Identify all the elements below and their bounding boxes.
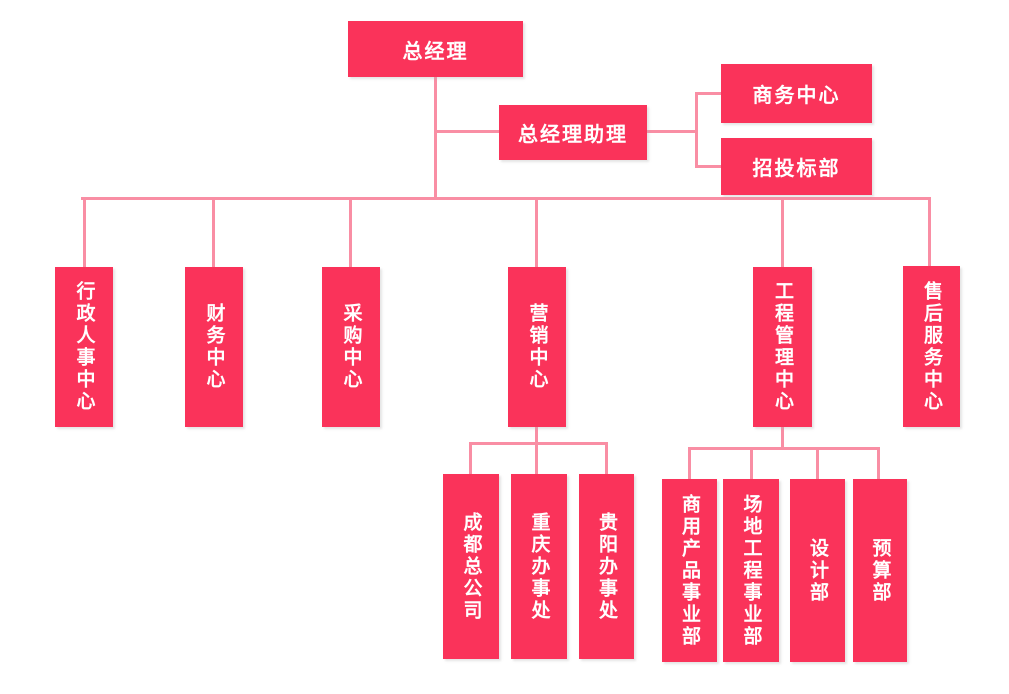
org-node-finance-center[interactable]: 财务中心 [185,267,243,427]
org-node-guiyang-office[interactable]: 贵阳办事处 [579,474,634,659]
org-node-design-dept[interactable]: 设计部 [790,479,845,662]
org-node-chengdu-hq[interactable]: 成都总公司 [443,474,499,659]
connector-main-bus [81,197,931,200]
org-node-site-engineering-div[interactable]: 场地工程事业部 [723,479,779,662]
connector-business-center-stub [697,92,721,95]
org-node-label: 场地工程事业部 [740,493,762,648]
connector-drop-purchasing [349,199,352,268]
connector-gm-assistant-left [436,130,499,133]
org-node-budget-dept[interactable]: 预算部 [853,479,907,662]
org-node-general-manager[interactable]: 总经理 [348,21,523,77]
org-node-business-center[interactable]: 商务中心 [721,64,872,123]
connector-drop-commercial [688,447,691,480]
org-node-purchasing-center[interactable]: 采购中心 [322,267,380,427]
org-node-label: 营销中心 [526,303,548,391]
org-node-admin-hr-center[interactable]: 行政人事中心 [55,267,113,427]
connector-marketing-bus [469,442,608,445]
connector-engineering-bus [688,447,880,450]
org-node-label: 行政人事中心 [73,281,95,413]
org-node-marketing-center[interactable]: 营销中心 [508,267,566,427]
org-node-label: 设计部 [807,537,828,604]
connector-drop-engineering [781,199,784,268]
connector-drop-design [816,447,819,480]
connector-drop-aftersales [928,199,931,267]
connector-drop-chengdu [469,442,472,475]
org-node-label: 商用产品事业部 [679,493,700,648]
org-node-label: 贵阳办事处 [596,511,617,622]
connector-drop-site-eng [750,447,753,480]
org-node-label: 财务中心 [203,303,225,391]
org-node-bidding-dept[interactable]: 招投标部 [721,138,872,195]
connector-gm-vertical [434,76,437,198]
org-node-label: 预算部 [869,537,891,604]
connector-engineering-stub [781,427,784,450]
connector-drop-guiyang [605,442,608,475]
org-node-label: 售后服务中心 [921,280,942,413]
org-node-engineering-mgmt-center[interactable]: 工程管理中心 [753,267,812,427]
org-node-label: 重庆办事处 [528,511,550,622]
connector-drop-marketing [535,199,538,268]
connector-marketing-stub [535,427,538,476]
org-node-aftersales-service-center[interactable]: 售后服务中心 [903,266,960,427]
connector-drop-finance [212,199,215,268]
org-node-chongqing-office[interactable]: 重庆办事处 [511,474,567,659]
org-node-label: 成都总公司 [460,511,482,622]
connector-drop-admin-hr [83,199,86,268]
connector-drop-budget [877,447,880,480]
connector-bidding-dept-stub [697,165,721,168]
connector-gm-assistant-right [647,130,697,133]
org-node-label: 工程管理中心 [772,281,793,413]
org-node-gm-assistant[interactable]: 总经理助理 [499,105,647,160]
connector-assistant-bracket [695,92,698,168]
org-node-commercial-product-div[interactable]: 商用产品事业部 [662,479,717,662]
org-node-label: 采购中心 [340,303,362,391]
